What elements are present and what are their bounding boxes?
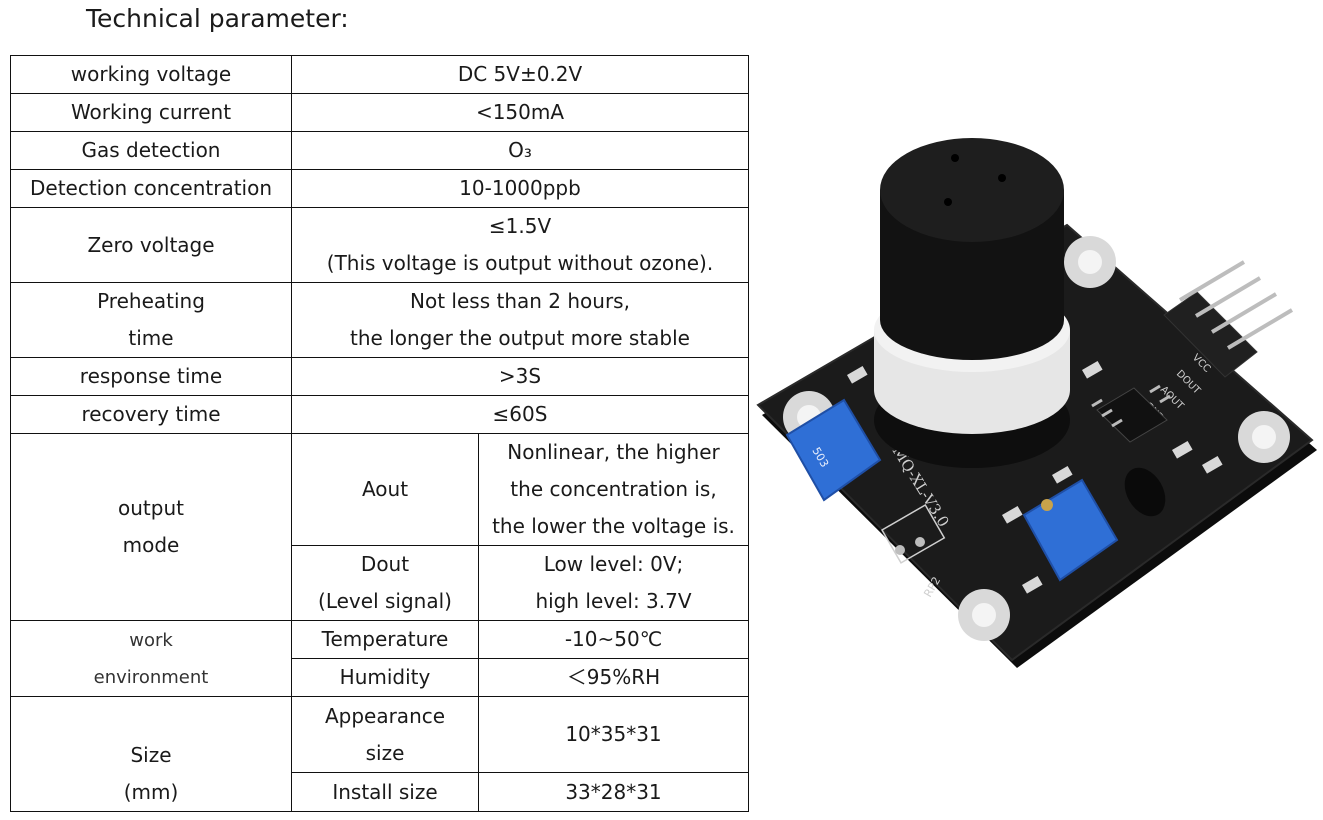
sub-label: Appearance size	[291, 695, 479, 774]
label-line: Preheating	[97, 289, 205, 313]
value-line: the longer the output more stable	[350, 326, 690, 350]
value-line: Nonlinear, the higher	[507, 440, 720, 464]
param-value: 33*28*31	[478, 772, 749, 812]
value-line: Not less than 2 hours,	[410, 289, 630, 313]
table-row: working voltage DC 5V±0.2V	[10, 55, 749, 94]
label-line: mode	[122, 533, 180, 557]
param-label: Zero voltage	[10, 207, 292, 283]
label-line: Dout	[360, 552, 410, 576]
param-value: <150mA	[291, 93, 749, 132]
label-line: size	[365, 740, 405, 765]
value-line: the concentration is,	[510, 477, 717, 501]
mounting-hole-icon	[1238, 411, 1290, 463]
solder-pad	[915, 537, 925, 547]
param-label: Size (mm)	[10, 696, 292, 812]
table-row: recovery time ≤60S	[10, 395, 749, 434]
label-line: (Level signal)	[318, 589, 452, 613]
label-line: Appearance	[324, 703, 446, 728]
solder-pad	[895, 545, 905, 555]
param-label: recovery time	[10, 395, 292, 434]
jumper-outline	[880, 503, 946, 564]
label-line: (mm)	[123, 780, 179, 804]
table-row: response time >3S	[10, 357, 749, 396]
label-line: environment	[93, 666, 209, 688]
table-row: Size (mm) Appearance size 10*35*31	[10, 695, 749, 812]
sensor-module-photo: VCC DOUT AOUT GND 503 RP2 MQ-XL-V3.0	[756, 138, 1317, 668]
value-line: ≤1.5V	[488, 214, 552, 238]
param-label: Working current	[10, 93, 292, 132]
param-value: 10*35*31	[478, 695, 749, 774]
param-label: response time	[10, 357, 292, 396]
mounting-hole-icon	[1064, 236, 1116, 288]
param-value: DC 5V±0.2V	[291, 55, 749, 94]
mounting-hole-icon	[958, 589, 1010, 641]
gas-sensor-icon	[874, 138, 1070, 468]
param-label: working voltage	[10, 55, 292, 94]
param-value: -10~50℃	[478, 620, 749, 659]
table-row: work environment Temperature -10~50℃	[10, 620, 749, 697]
table-row: Working current <150mA	[10, 93, 749, 132]
value-line: (This voltage is output without ozone).	[326, 251, 714, 275]
value-line: high level: 3.7V	[535, 589, 692, 613]
technical-parameter-table: working voltage DC 5V±0.2V Working curre…	[10, 55, 749, 812]
param-value: ＜95%RH	[478, 658, 749, 697]
table-row: output mode Aout Nonlinear, the higher t…	[10, 433, 749, 621]
param-value: Not less than 2 hours, the longer the ou…	[291, 282, 749, 358]
param-label: Preheating time	[10, 282, 292, 358]
sub-label: Humidity	[291, 658, 479, 697]
potentiometer-icon: 503	[785, 398, 882, 502]
table-row: Detection concentration 10-1000ppb	[10, 169, 749, 208]
pin-header-icon	[1163, 260, 1294, 378]
transistor-icon	[1124, 467, 1166, 517]
label-line: output	[118, 496, 184, 520]
label-line: time	[128, 326, 174, 350]
param-value: 10-1000ppb	[291, 169, 749, 208]
table-row: Zero voltage ≤1.5V (This voltage is outp…	[10, 207, 749, 283]
sub-label: Dout (Level signal)	[291, 545, 479, 621]
param-label: work environment	[10, 620, 292, 697]
potentiometer-icon	[1022, 478, 1119, 582]
param-value: Low level: 0V; high level: 3.7V	[478, 545, 749, 621]
sub-label: Aout	[291, 433, 479, 546]
value-line: Low level: 0V;	[543, 552, 684, 576]
sub-label: Install size	[291, 772, 479, 812]
value-line: the lower the voltage is.	[492, 514, 735, 538]
table-row: Install size 33*28*31	[11, 772, 749, 812]
label-line: work	[129, 629, 173, 651]
smd-components	[847, 361, 1223, 594]
param-value: O₃	[291, 131, 749, 170]
param-label: output mode	[10, 433, 292, 621]
param-value: >3S	[291, 357, 749, 396]
table-row: Preheating time Not less than 2 hours, t…	[10, 282, 749, 358]
param-value: ≤60S	[291, 395, 749, 434]
label-line: Size	[130, 743, 172, 767]
page-title: Technical parameter:	[86, 4, 349, 33]
param-value: ≤1.5V (This voltage is output without oz…	[291, 207, 749, 283]
ic-chip-icon	[1091, 384, 1171, 443]
param-value: Nonlinear, the higher the concentration …	[478, 433, 749, 546]
param-label: Gas detection	[10, 131, 292, 170]
param-label: Detection concentration	[10, 169, 292, 208]
sub-label: Temperature	[291, 620, 479, 659]
table-row: Gas detection O₃	[10, 131, 749, 170]
